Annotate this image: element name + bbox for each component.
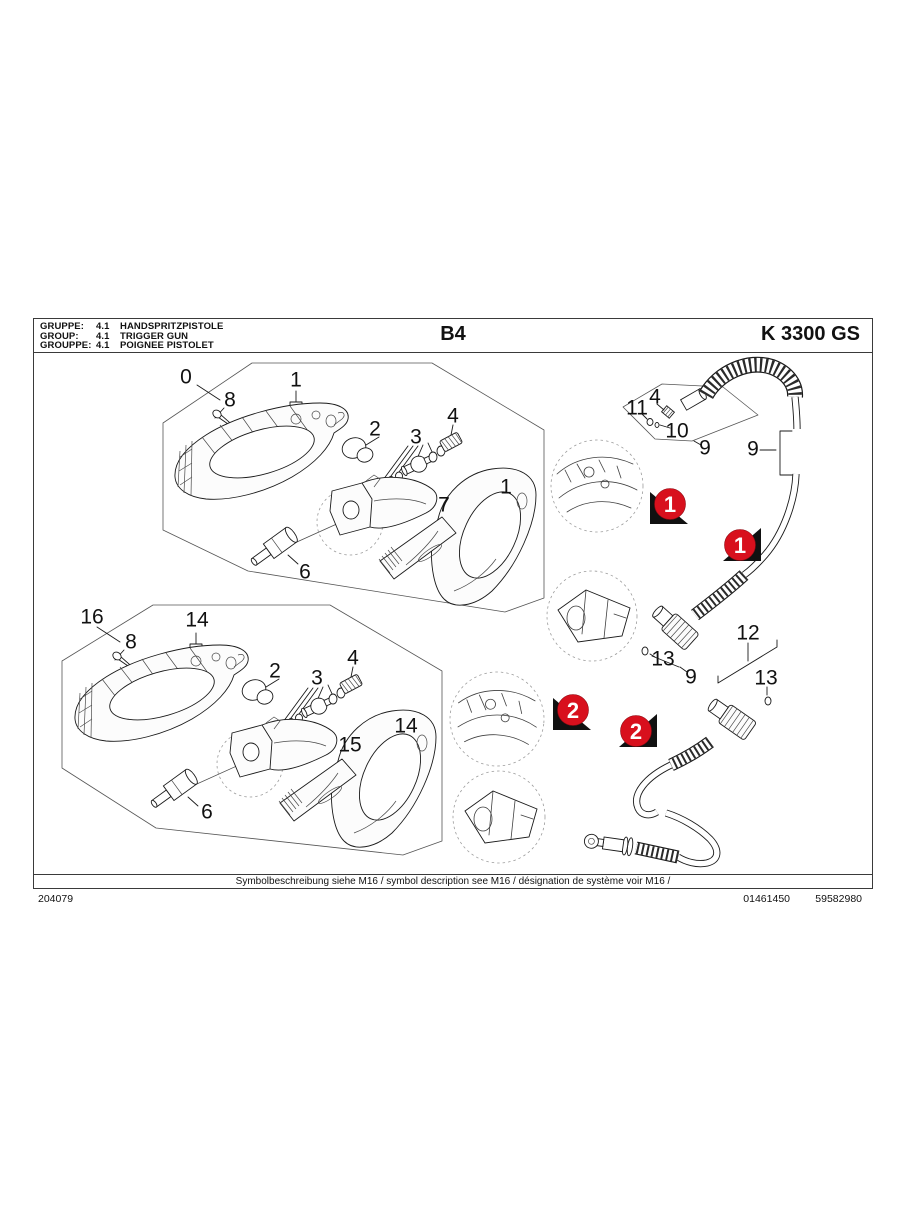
part-number-callout: 8 xyxy=(125,631,137,654)
part-number-callout: 14 xyxy=(394,715,418,738)
symbol-note: Symbolbeschreibung siehe M16 / symbol de… xyxy=(34,874,872,888)
hose-assembly-top xyxy=(641,356,804,673)
group-code: 4.1 xyxy=(96,321,110,332)
part-number-callout: 4 xyxy=(649,386,661,409)
group-code: 4.1 xyxy=(96,330,110,342)
step-marker: 1 xyxy=(650,488,688,524)
part-number-callout: 6 xyxy=(201,801,213,824)
part-number-callout: 3 xyxy=(410,426,422,449)
group-title-block: GRUPPE: 4.1 HANDSPRITZPISTOLE GROUP: 4.1… xyxy=(40,322,223,351)
parts-diagram-sheet: GRUPPE: 4.1 HANDSPRITZPISTOLE GROUP: 4.1… xyxy=(33,318,873,889)
doc-number-right: 59582980 xyxy=(815,893,862,905)
sheet-code: B4 xyxy=(440,323,466,345)
part-number-callout: 2 xyxy=(269,660,281,683)
group-code: 4.1 xyxy=(96,340,110,352)
svg-text:2: 2 xyxy=(630,719,642,744)
part-number-callout: 11 xyxy=(626,397,648,420)
group-row-de: GRUPPE: 4.1 HANDSPRITZPISTOLE xyxy=(40,322,223,332)
doc-number-mid: 01461450 xyxy=(743,893,790,905)
step-marker: 2 xyxy=(553,694,591,730)
part-number-callout: 14 xyxy=(185,609,209,632)
document-numbers: 204079 01461450 59582980 xyxy=(0,893,906,907)
part-number-callout: 2 xyxy=(369,418,381,441)
part-number-callout: 9 xyxy=(685,666,697,689)
part-number-callout: 7 xyxy=(438,494,450,517)
model-name: K 3300 GS xyxy=(761,323,860,345)
group-name: HANDSPRITZPISTOLE xyxy=(120,321,224,332)
part-number-callout: 0 xyxy=(180,366,192,389)
svg-text:1: 1 xyxy=(664,492,676,517)
part-number-callout: 10 xyxy=(665,420,688,443)
group-row-fr: GROUPPE: 4.1 POIGNEE PISTOLET xyxy=(40,341,223,351)
step-marker: 1 xyxy=(723,528,761,561)
part-number-callout: 4 xyxy=(447,405,459,428)
hose-assembly-bottom xyxy=(583,639,778,868)
part-number-callout: 13 xyxy=(754,667,777,690)
part-number-callout: 9 xyxy=(699,437,711,460)
step-marker: 2 xyxy=(619,714,657,747)
svg-text:1: 1 xyxy=(734,533,746,558)
group-row-en: GROUP: 4.1 TRIGGER GUN xyxy=(40,330,223,342)
group-label: GRUPPE: xyxy=(40,321,84,332)
part-number-callout: 3 xyxy=(311,667,323,690)
part-number-callout: 4 xyxy=(347,647,359,670)
part-number-callout: 1 xyxy=(290,369,302,392)
group-name: TRIGGER GUN xyxy=(120,330,189,342)
part-number-callout: 6 xyxy=(299,561,311,584)
part-number-callout: 13 xyxy=(651,648,674,671)
group-name: POIGNEE PISTOLET xyxy=(120,340,214,352)
part-number-callout: 16 xyxy=(80,606,103,629)
part-number-callout: 12 xyxy=(736,622,759,645)
sheet-header: GRUPPE: 4.1 HANDSPRITZPISTOLE GROUP: 4.1… xyxy=(34,319,872,353)
part-number-callout: 8 xyxy=(224,389,236,412)
svg-text:2: 2 xyxy=(567,698,579,723)
part-number-callout: 1 xyxy=(500,476,512,499)
group-label: GROUP: xyxy=(40,330,79,342)
group-label: GROUPPE: xyxy=(40,340,92,352)
part-number-callout: 9 xyxy=(747,438,759,461)
doc-number-left: 204079 xyxy=(38,893,74,905)
part-number-callout: 15 xyxy=(338,734,361,757)
